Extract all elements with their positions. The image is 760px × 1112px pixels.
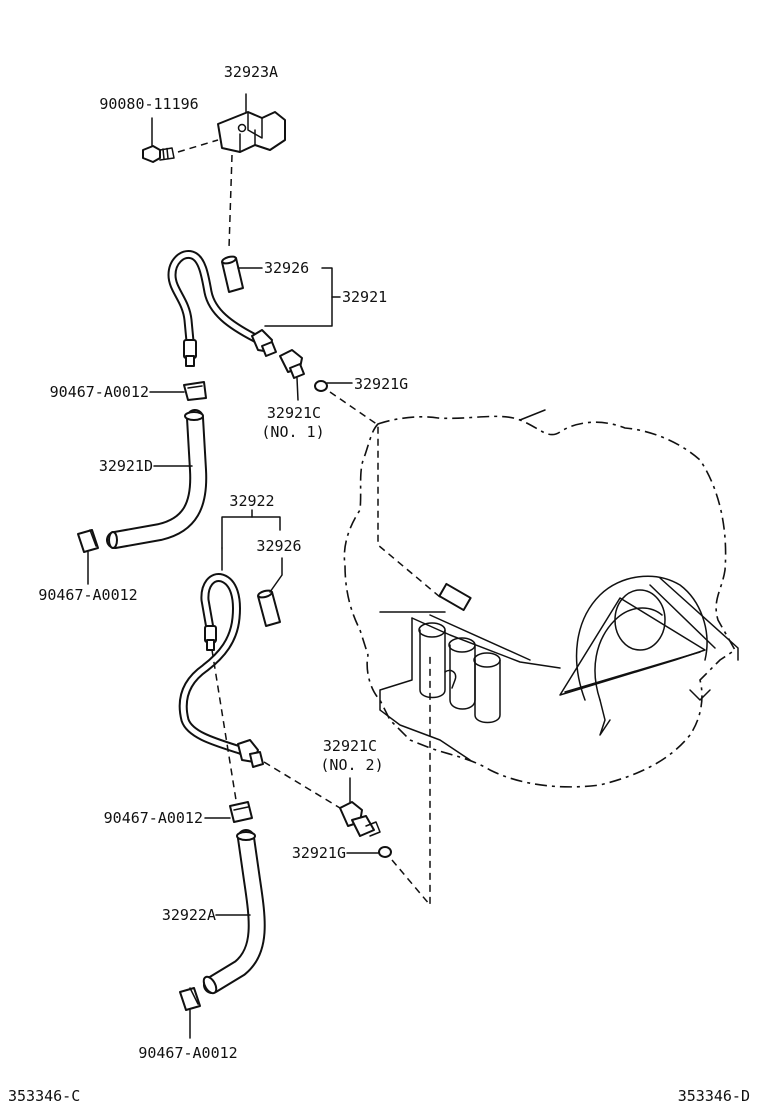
transmission-body <box>379 409 739 761</box>
gasket-32921G-bottom <box>346 846 392 858</box>
pipe-32922 <box>178 573 264 768</box>
gasket-32921G-top <box>314 380 353 392</box>
clip-90467-1 <box>149 381 207 401</box>
label-32921G-bottom: 32921G <box>292 844 346 862</box>
dash-gasket-to-case <box>329 391 441 598</box>
footer-code-right: 353346-D <box>678 1087 750 1105</box>
dash-bolt-to-clamp <box>177 139 219 153</box>
bracket-32922 <box>221 516 281 549</box>
dash-gasket2-to-case <box>391 655 431 908</box>
label-32922A: 32922A <box>162 906 216 924</box>
dash-pipe-to-union2 <box>263 761 341 809</box>
pipe-32921 <box>167 250 277 367</box>
label-90080-11196: 90080-11196 <box>99 95 198 113</box>
label-32923A: 32923A <box>224 63 278 81</box>
label-32926-mid: 32926 <box>256 537 301 555</box>
sleeve-32926-mid <box>257 589 281 627</box>
label-32926-top: 32926 <box>264 259 309 277</box>
union-32921C-no1 <box>279 349 305 401</box>
label-32922: 32922 <box>229 492 274 510</box>
dash-pipe-to-clip <box>211 649 237 801</box>
label-32921D: 32921D <box>99 457 153 475</box>
bolt-90080-11196 <box>142 117 175 163</box>
label-90467-1: 90467-A0012 <box>50 383 149 401</box>
footer-code-left: 353346-C <box>8 1087 80 1105</box>
label-32921C-no1-sub: (NO. 1) <box>261 423 324 441</box>
label-32921C-no2-sub: (NO. 2) <box>320 756 383 774</box>
clamp-32923A <box>217 93 286 153</box>
label-90467-3: 90467-A0012 <box>104 809 203 827</box>
label-90467-4: 90467-A0012 <box>138 1044 237 1062</box>
transmission-housing <box>343 415 737 788</box>
union-32921C-no2 <box>339 777 381 837</box>
clip-90467-4 <box>179 987 201 1039</box>
label-32921C-no1: 32921C <box>267 404 321 422</box>
hose-32921D <box>106 409 208 549</box>
label-32921: 32921 <box>342 288 387 306</box>
clip-90467-2 <box>77 529 99 585</box>
hose-32922A <box>202 829 266 995</box>
label-32921C-no2: 32921C <box>323 737 377 755</box>
dash-clamp-to-pipe <box>228 154 233 249</box>
label-32921G-top: 32921G <box>354 375 408 393</box>
clip-90467-3 <box>204 801 253 823</box>
sleeve-32926-top <box>221 255 244 293</box>
leader-32926-mid <box>269 557 283 593</box>
label-90467-2: 90467-A0012 <box>38 586 137 604</box>
